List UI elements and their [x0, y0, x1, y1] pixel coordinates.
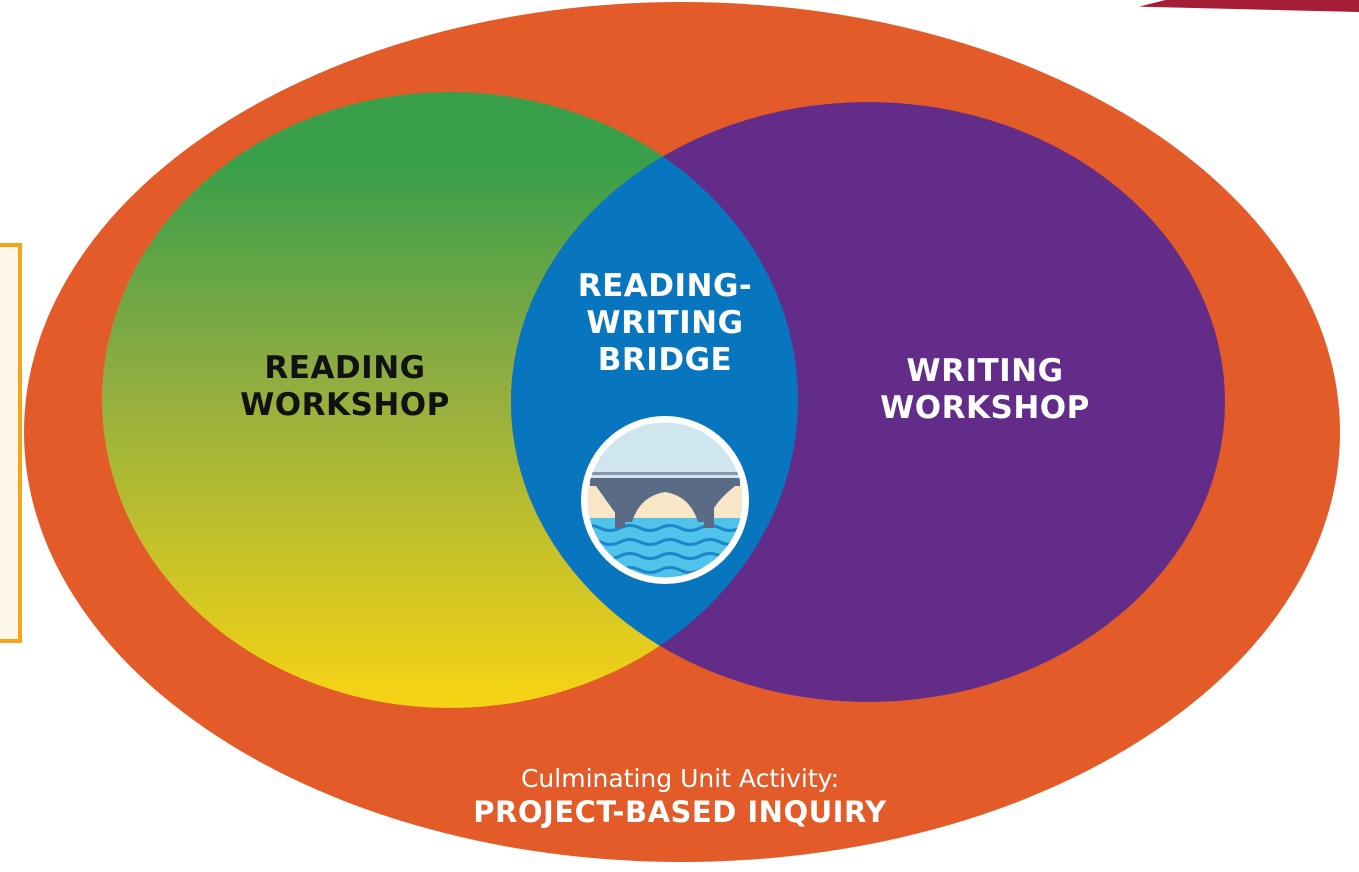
reading-workshop-label: READING WORKSHOP [200, 350, 490, 424]
side-note-box [0, 243, 22, 643]
writing-workshop-label: WRITING WORKSHOP [840, 353, 1130, 427]
reading-workshop-line1: READING [264, 350, 426, 386]
bridge-label-line3: BRIDGE [597, 342, 733, 378]
bridge-label-line1: READING- [577, 268, 753, 304]
bridge-label: READING- WRITING BRIDGE [540, 268, 790, 379]
project-based-inquiry-title: PROJECT-BASED INQUIRY [473, 795, 887, 829]
reading-workshop-line2: WORKSHOP [240, 387, 450, 423]
writing-workshop-line1: WRITING [906, 353, 1064, 389]
bridge-label-line2: WRITING [586, 305, 744, 341]
culminating-caption: Culminating Unit Activity: [520, 764, 840, 793]
writing-workshop-line2: WORKSHOP [880, 390, 1090, 426]
